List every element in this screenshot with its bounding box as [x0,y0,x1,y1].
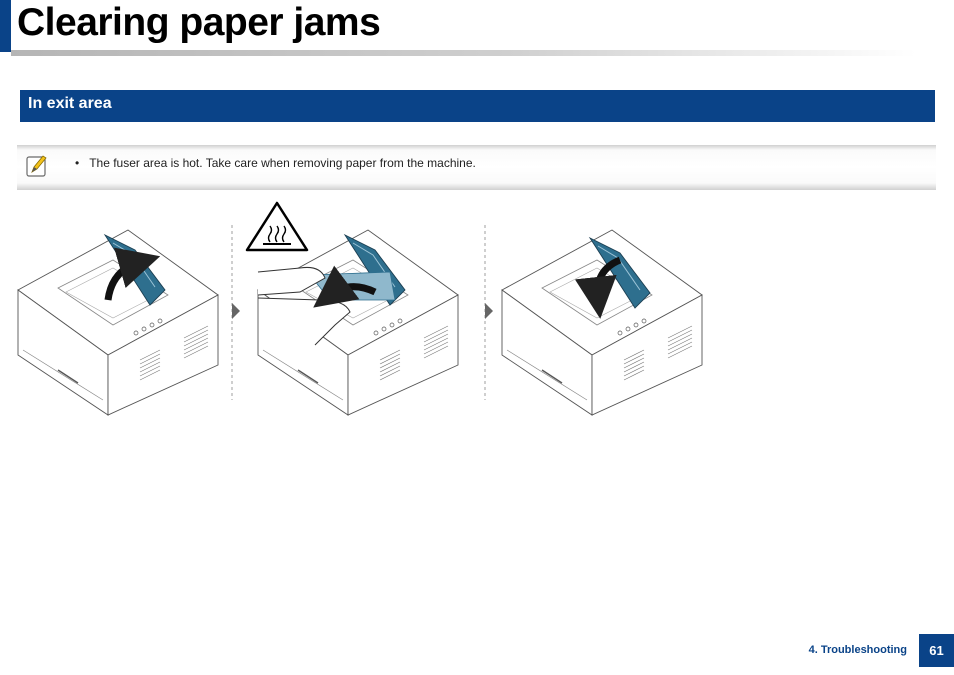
bullet: • [75,156,80,170]
title-rule [11,50,916,56]
section-header: In exit area [20,90,935,122]
step-remove-paper [245,201,459,416]
footer-chapter: 4. Troubleshooting [808,644,907,656]
note-item: • The fuser area is hot. Take care when r… [75,156,476,170]
note-box: • The fuser area is hot. Take care when r… [17,145,936,190]
step-arrow-icon [232,303,240,319]
step-close-cover [501,229,703,416]
step-open-cover [17,229,219,416]
section-title: In exit area [28,95,112,112]
page-title: Clearing paper jams [17,1,381,44]
page-number: 61 [919,634,954,667]
note-text: The fuser area is hot. Take care when re… [89,156,476,170]
step-arrow-icon [485,303,493,319]
title-accent-bar [0,0,11,52]
note-pencil-icon [26,155,47,177]
hot-surface-warning-icon [245,201,309,252]
jam-removal-illustration [17,201,703,416]
